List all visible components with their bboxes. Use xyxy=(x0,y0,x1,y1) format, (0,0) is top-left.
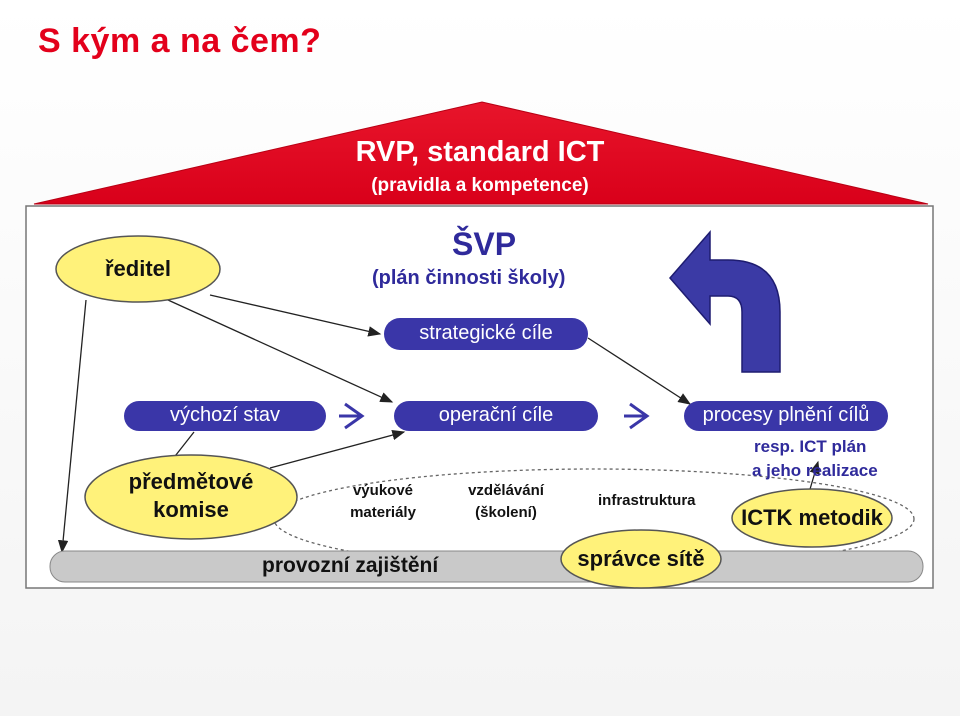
connector-committees-operational xyxy=(269,430,406,469)
resource-materials-line1: výukové xyxy=(352,482,414,499)
resource-training-line1: vzdělávání xyxy=(468,482,544,499)
connector-strategic-processes xyxy=(587,337,692,405)
ict-plan-line1: resp. ICT plán xyxy=(754,437,867,456)
chevron-right-icon xyxy=(624,402,650,430)
oval-admin-label: správce sítě xyxy=(577,546,705,571)
roof-subtitle: (pravidla a kompetence) xyxy=(371,175,589,196)
oval-committees-line2: komise xyxy=(153,497,229,522)
ict-plan-line2: a jeho realizace xyxy=(752,461,878,480)
connector-director-operational xyxy=(167,299,394,403)
oval-admin-shape xyxy=(560,529,722,589)
curved-arrow-icon xyxy=(669,229,781,373)
slide-title: S kým a na čem? xyxy=(38,22,322,60)
resource-infrastructure: infrastruktura xyxy=(598,492,696,509)
pill-processes-shape xyxy=(684,401,888,431)
oval-committees-shape xyxy=(84,454,298,540)
oval-director-label: ředitel xyxy=(104,256,172,281)
oval-director-shape xyxy=(55,235,221,303)
oval-methodist-shape xyxy=(731,488,893,548)
roof-shape xyxy=(33,101,929,205)
svp-title: ŠVP xyxy=(452,226,517,262)
pill-operational-shape xyxy=(394,401,598,431)
resource-training-line2: (školení) xyxy=(475,504,537,521)
pill-strategic-label: strategické cíle xyxy=(419,322,553,344)
pill-strategic-shape xyxy=(384,318,588,350)
pill-initial-shape xyxy=(124,401,326,431)
roof-title: RVP, standard ICT xyxy=(355,136,605,168)
operations-bar-shape xyxy=(49,550,924,583)
pill-processes-label: procesy plnění cílů xyxy=(702,404,870,426)
connector-director-bar xyxy=(57,299,87,554)
oval-committees-line1: předmětové xyxy=(128,469,254,494)
pill-operational-label: operační cíle xyxy=(438,404,554,426)
resource-materials-line2: materiály xyxy=(350,504,416,521)
svp-subtitle: (plán činnosti školy) xyxy=(372,267,566,289)
connector-director-strategic xyxy=(209,294,382,337)
operations-bar-label: provozní zajištění xyxy=(262,554,439,577)
oval-methodist-label: ICTK metodik xyxy=(741,505,883,530)
chevron-right-icon xyxy=(339,402,365,430)
pill-initial-label: výchozí stav xyxy=(169,404,281,426)
